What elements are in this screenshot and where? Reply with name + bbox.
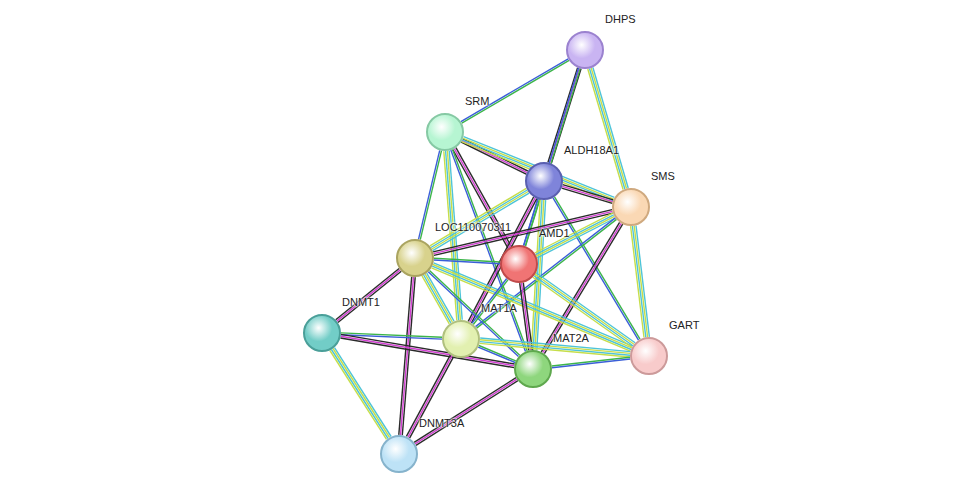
edge-strand — [472, 279, 507, 324]
edge-strand — [414, 378, 516, 443]
protein-node: LOC110070311 — [396, 239, 434, 277]
protein-label: MAT2A — [552, 332, 590, 345]
edge-strand — [591, 68, 626, 189]
interaction-edge — [552, 357, 630, 368]
edge-strand — [330, 351, 387, 440]
interaction-edge — [336, 269, 402, 323]
interaction-edge — [631, 226, 650, 338]
edge-strand — [590, 69, 625, 190]
edge-strand — [535, 274, 634, 344]
interaction-edge — [461, 59, 569, 123]
protein-label: SRM — [464, 95, 490, 108]
edge-strand — [634, 226, 647, 337]
edge-strand — [535, 213, 613, 253]
edge-strand — [632, 226, 645, 337]
edge-strand — [563, 185, 614, 200]
edge-strand — [533, 277, 632, 347]
protein-circle — [442, 320, 480, 358]
interaction-edge — [562, 185, 614, 204]
protein-node: GART — [630, 337, 668, 375]
interaction-edge — [399, 277, 415, 435]
edge-strand — [536, 215, 614, 255]
edge-strand — [552, 359, 630, 368]
protein-circle — [303, 314, 341, 352]
protein-label: DNMT3A — [418, 417, 465, 430]
protein-node: DHPS — [566, 31, 604, 69]
edge-strand — [631, 226, 644, 337]
interaction-edge — [520, 283, 533, 351]
interaction-edge — [478, 346, 516, 363]
edge-strand — [478, 347, 515, 362]
edge-strand — [333, 349, 390, 438]
protein-node: AMD1 — [500, 245, 538, 283]
protein-label: ALDH18A1 — [563, 144, 620, 157]
protein-circle — [500, 245, 538, 283]
protein-node: DNMT3A — [380, 435, 418, 473]
protein-label: GART — [668, 319, 700, 332]
edge-strand — [401, 277, 414, 435]
edge-strand — [636, 226, 649, 337]
interaction-edge — [434, 258, 500, 264]
interaction-edge — [414, 378, 518, 446]
protein-circle — [630, 337, 668, 375]
protein-circle — [426, 113, 464, 151]
protein-circle — [566, 31, 604, 69]
edge-strand — [462, 60, 569, 123]
protein-label: DNMT1 — [341, 296, 381, 309]
edge-strand — [480, 343, 630, 357]
edge-strand — [415, 379, 517, 444]
protein-label: MAT1A — [480, 302, 518, 315]
protein-label: DHPS — [604, 13, 637, 26]
edge-strand — [416, 381, 518, 446]
protein-label: LOC110070311 — [434, 221, 512, 234]
protein-node: MAT2A — [514, 350, 552, 388]
edge-strand — [337, 270, 400, 321]
edge-strand — [522, 283, 531, 350]
edge-strand — [534, 276, 633, 346]
edge-strand — [431, 190, 527, 248]
protein-label: AMD1 — [538, 227, 571, 240]
protein-circle — [396, 239, 434, 277]
protein-circle — [612, 188, 650, 226]
interaction-edge — [533, 273, 635, 347]
edge-strand — [335, 348, 392, 437]
protein-circle — [514, 350, 552, 388]
protein-node: ALDH18A1 — [525, 162, 563, 200]
edge-strand — [562, 186, 613, 201]
edge-strand — [424, 275, 451, 323]
edge-strand — [336, 269, 399, 320]
interaction-edge — [330, 348, 391, 440]
edge-strand — [588, 69, 623, 190]
edge-strand — [479, 346, 516, 361]
protein-node: SRM — [426, 113, 464, 151]
edge-strand — [331, 350, 388, 439]
edge-strand — [552, 357, 630, 366]
edge-strand — [461, 59, 568, 122]
protein-circle — [525, 162, 563, 200]
protein-circle — [380, 435, 418, 473]
edge-strand — [593, 68, 628, 189]
edge-strand — [399, 277, 412, 435]
interaction-edge — [472, 279, 508, 325]
edge-strand — [338, 271, 401, 322]
edge-strand — [520, 283, 529, 350]
edge-strand — [434, 260, 500, 264]
interaction-edge — [588, 68, 628, 190]
edge-strand — [402, 277, 415, 435]
protein-node: SMS — [612, 188, 650, 226]
edge-strand — [422, 276, 449, 324]
protein-label: SMS — [650, 170, 676, 183]
protein-node: DNMT1 — [303, 314, 341, 352]
protein-node: MAT1A — [442, 320, 480, 358]
edge-strand — [562, 188, 613, 203]
